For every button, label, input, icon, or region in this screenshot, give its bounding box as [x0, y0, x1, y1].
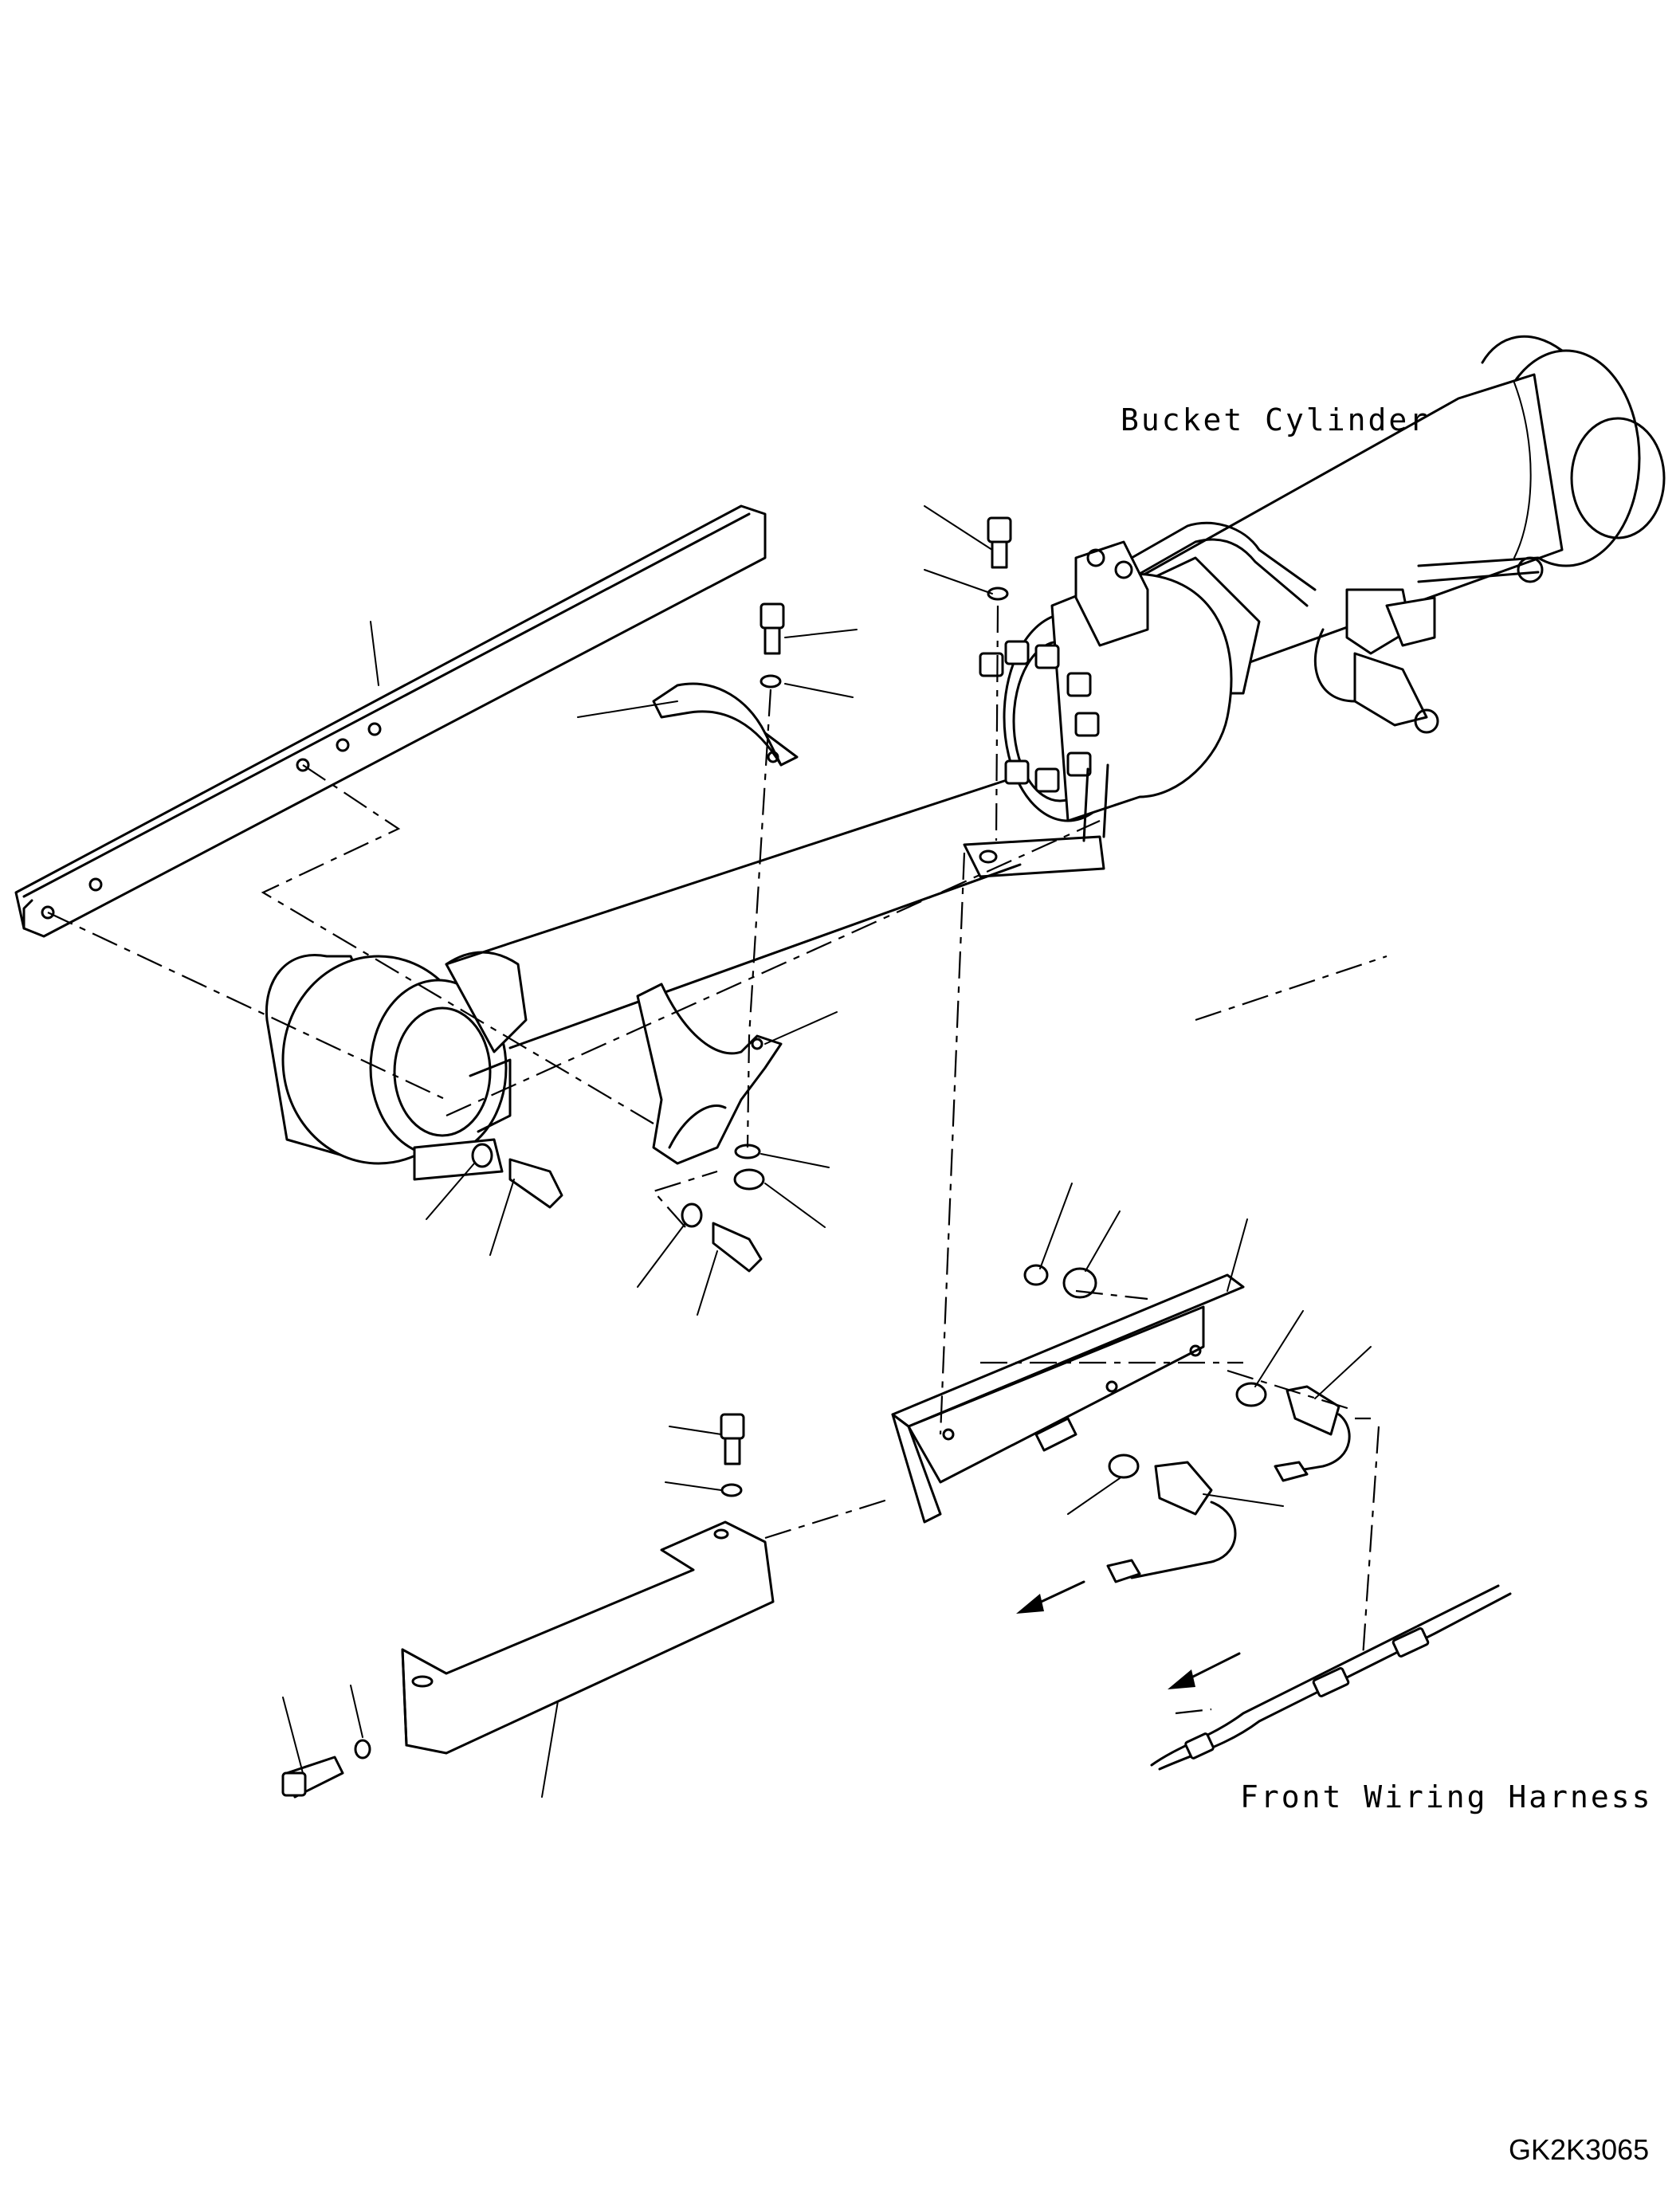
drawing-code: GK2K3065	[1509, 2133, 1649, 2166]
fasteners	[281, 516, 1267, 1799]
l-bracket	[401, 1520, 775, 1755]
angle-rail	[14, 504, 767, 938]
cylinder-bottom-end	[265, 779, 1022, 1181]
lower-clamp	[636, 983, 783, 1165]
direction-arrows	[1016, 1580, 1241, 1689]
leader-lines	[282, 505, 1372, 1798]
upper-clamp	[652, 682, 799, 767]
flange-bolts	[979, 640, 1100, 793]
bucket-cylinder	[963, 335, 1666, 878]
front-wiring-harness	[1150, 1584, 1512, 1771]
proximity-switches	[1106, 1385, 1351, 1583]
center-lines	[47, 605, 1388, 1715]
bucket-cylinder-label: Bucket Cylinder	[1121, 402, 1430, 437]
mount-bracket	[891, 1273, 1245, 1524]
front-wiring-harness-label: Front Wiring Harness	[1240, 1779, 1653, 1814]
